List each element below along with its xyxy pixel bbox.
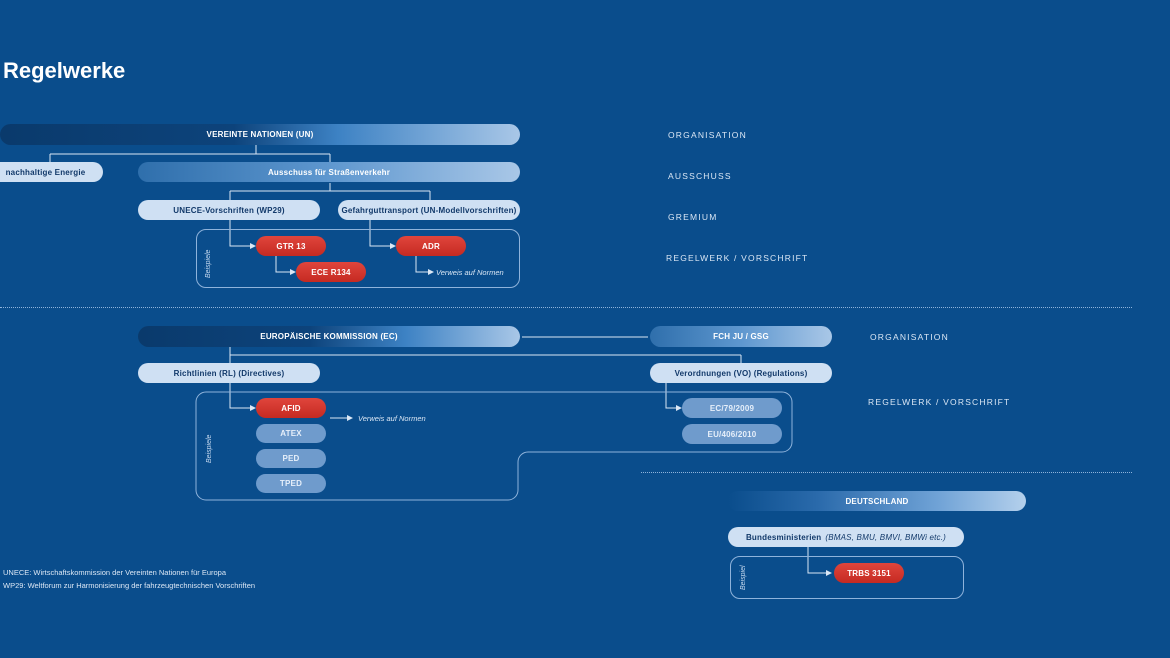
body-dangerous-goods-label: Gefahrguttransport (UN-Modellvorschrifte… [341,205,517,215]
directive-afid-label: AFID [281,403,301,413]
ec-directives-label: Richtlinien (RL) (Directives) [173,368,285,378]
footnote-wp29: WP29: Weltforum zur Harmonisierung der f… [3,581,256,590]
regulation-ec-79-2009: EC/79/2009 [682,398,782,418]
regulation-eu-406-2010: EU/406/2010 [682,424,782,444]
ec-directives: Richtlinien (RL) (Directives) [138,363,320,383]
directive-tped-label: TPED [279,479,303,488]
directive-ped-label: PED [282,454,300,463]
un-organisation-label: VEREINTE NATIONEN (UN) [206,130,314,139]
body-unece: UNECE-Vorschriften (WP29) [138,200,320,220]
level-committee: AUSSCHUSS [668,171,732,181]
directive-tped: TPED [256,474,326,493]
ec-organisation: EUROPÄISCHE KOMMISSION (EC) [138,326,520,347]
rule-trbs-3151: TRBS 3151 [834,563,904,583]
ec-regulations-label: Verordnungen (VO) (Regulations) [674,368,808,378]
ec-organisation-label: EUROPÄISCHE KOMMISSION (EC) [260,332,398,341]
federal-ministries-label: Bundesministerien [745,532,822,542]
level-rules: REGELWERK / VORSCHRIFT [666,253,809,263]
ec-examples-label: Beispiele [206,434,213,463]
ec-level-rules: REGELWERK / VORSCHRIFT [868,397,1011,407]
committee-energy-label: nachhaltige Energie [5,167,86,177]
rule-adr-label: ADR [422,241,440,251]
directive-atex: ATEX [256,424,326,443]
rule-trbs-3151-label: TRBS 3151 [847,568,891,578]
rule-ece-r134-label: ECE R134 [311,267,351,277]
rule-gtr13-label: GTR 13 [276,241,306,251]
committee-energy: nachhaltige Energie [0,162,103,182]
footnote-unece: UNECE: Wirtschaftskommission der Vereint… [3,568,227,577]
germany-organisation: DEUTSCHLAND [728,491,1026,511]
page-title: Regelwerke [3,58,126,83]
level-organisation: ORGANISATION [668,130,747,140]
committee-road-traffic: Ausschuss für Straßenverkehr [138,162,520,182]
body-dangerous-goods: Gefahrguttransport (UN-Modellvorschrifte… [338,200,520,220]
un-reference-standards: Verweis auf Normen [436,268,504,277]
federal-ministries: Bundesministerien (BMAS, BMU, BMVI, BMWi… [728,527,964,547]
regulation-eu-406-2010-label: EU/406/2010 [707,429,757,439]
rule-adr: ADR [396,236,466,256]
committee-road-traffic-label: Ausschuss für Straßenverkehr [267,167,391,177]
fch-organisation-label: FCH JU / GSG [713,332,769,341]
ec-level-organisation: ORGANISATION [870,332,949,342]
body-unece-label: UNECE-Vorschriften (WP29) [173,205,285,215]
germany-divider [641,472,1132,473]
federal-ministries-list: (BMAS, BMU, BMVI, BMWi etc.) [825,532,947,542]
un-examples-label: Beispiele [205,249,212,278]
level-body: GREMIUM [668,212,718,222]
fch-organisation: FCH JU / GSG [650,326,832,347]
directive-afid: AFID [256,398,326,418]
regulation-ec-79-2009-label: EC/79/2009 [709,403,755,413]
germany-organisation-label: DEUTSCHLAND [845,496,909,506]
directive-atex-label: ATEX [280,429,302,438]
un-organisation: VEREINTE NATIONEN (UN) [0,124,520,145]
ec-regulations: Verordnungen (VO) (Regulations) [650,363,832,383]
rule-gtr13: GTR 13 [256,236,326,256]
un-examples-box [196,229,520,288]
rule-ece-r134: ECE R134 [296,262,366,282]
ec-reference-standards: Verweis auf Normen [358,414,426,423]
germany-examples-label: Beispiel [740,565,747,590]
directive-ped: PED [256,449,326,468]
section-divider [0,307,1132,308]
germany-examples-box [730,556,964,599]
